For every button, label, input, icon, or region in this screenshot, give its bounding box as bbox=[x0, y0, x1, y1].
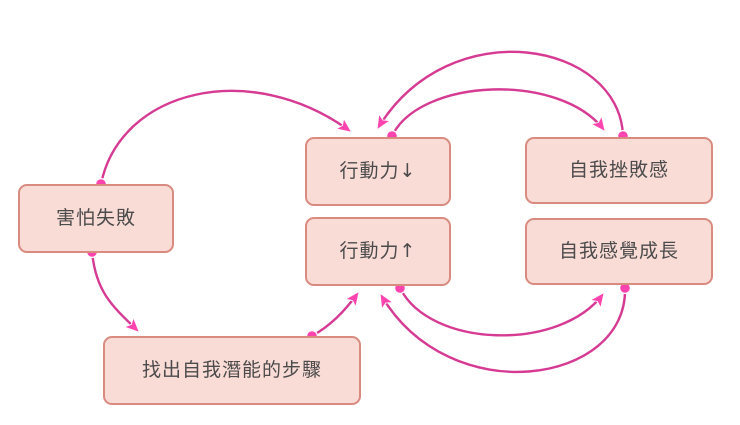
node-label: 行動力↓ bbox=[339, 160, 417, 183]
node-label: 自我感覺成長 bbox=[558, 240, 679, 263]
node-steps-to-find-potential[interactable]: 找出自我潛能的步驟 bbox=[103, 336, 361, 405]
node-motivation-up[interactable]: 行動力↑ bbox=[305, 217, 451, 286]
link-motivation-up-to-self-growth bbox=[398, 287, 605, 337]
node-label: 找出自我潛能的步驟 bbox=[141, 359, 322, 382]
node-label: 行動力↑ bbox=[339, 240, 417, 263]
node-self-growth[interactable]: 自我感覺成長 bbox=[525, 218, 713, 285]
node-label: 害怕失敗 bbox=[55, 207, 136, 230]
link-steps-to-motivation-up bbox=[311, 290, 360, 338]
node-fear-of-failure[interactable]: 害怕失敗 bbox=[18, 184, 174, 253]
link-self-defeat-to-motivation-down bbox=[376, 50, 625, 137]
link-motivation-down-to-self-defeat bbox=[390, 88, 606, 137]
node-self-defeat[interactable]: 自我挫敗感 bbox=[525, 137, 713, 204]
link-self-growth-to-motivation-up bbox=[379, 287, 627, 374]
node-label: 自我挫敗感 bbox=[568, 159, 669, 182]
link-fear-to-steps bbox=[90, 251, 141, 334]
node-motivation-down[interactable]: 行動力↓ bbox=[305, 137, 451, 206]
